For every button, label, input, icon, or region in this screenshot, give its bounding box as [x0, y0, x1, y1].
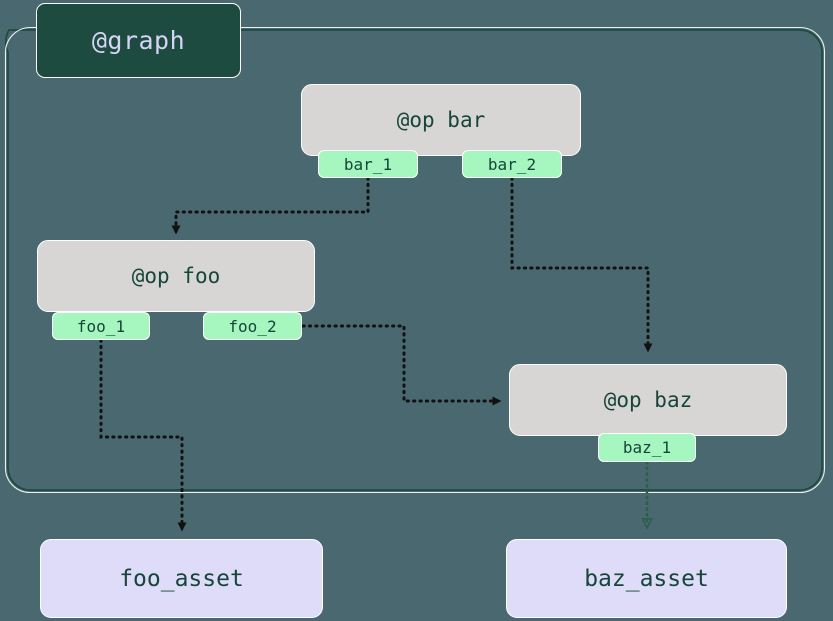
- port-foo_1[interactable]: foo_1: [52, 312, 150, 340]
- port-foo_2-label: foo_2: [228, 316, 277, 336]
- port-baz_1[interactable]: baz_1: [598, 433, 696, 462]
- asset-node-foo_asset-label: foo_asset: [119, 565, 244, 592]
- op-node-foo-label: @op foo: [131, 264, 221, 288]
- port-foo_1-label: foo_1: [76, 316, 126, 336]
- op-node-bar-label: @op bar: [396, 108, 486, 132]
- graph-label[interactable]: @graph: [36, 3, 241, 78]
- port-foo_2[interactable]: foo_2: [203, 312, 302, 340]
- edge-foo_1-to-foo_asset: [99, 338, 187, 532]
- op-node-baz-label: @op baz: [603, 388, 693, 412]
- port-bar_1[interactable]: bar_1: [318, 150, 418, 178]
- port-bar_1-label: bar_1: [343, 154, 393, 174]
- port-bar_2[interactable]: bar_2: [462, 150, 562, 178]
- asset-node-baz_asset[interactable]: baz_asset: [506, 539, 787, 618]
- graph-label-text: @graph: [91, 26, 186, 55]
- op-node-bar[interactable]: @op bar: [301, 84, 581, 156]
- asset-node-baz_asset-label: baz_asset: [584, 565, 709, 592]
- edge-bar_2-to-baz: [510, 176, 653, 353]
- op-node-baz[interactable]: @op baz: [509, 364, 787, 436]
- edge-bar_1-to-foo: [171, 176, 370, 235]
- op-node-foo[interactable]: @op foo: [37, 240, 315, 312]
- port-baz_1-label: baz_1: [622, 438, 672, 457]
- port-bar_2-label: bar_2: [487, 154, 537, 174]
- asset-node-foo_asset[interactable]: foo_asset: [40, 539, 323, 618]
- edge-foo_2-to-baz: [301, 324, 502, 406]
